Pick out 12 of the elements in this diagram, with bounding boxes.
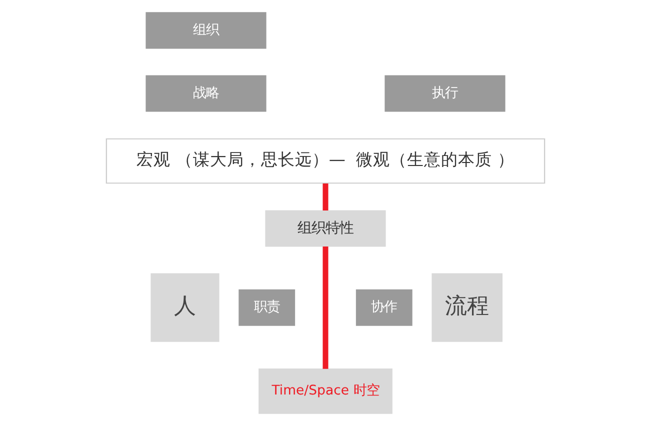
node-box: 执行 xyxy=(384,75,505,112)
node-box: 宏观 （谋大局，思长远）— 微观（生意的本质 ） xyxy=(105,138,545,184)
node-box: 流程 xyxy=(431,273,502,342)
node-box: 职责 xyxy=(238,289,295,326)
node-box: 组织 xyxy=(145,12,266,49)
node-box: 战略 xyxy=(145,75,266,112)
node-box: 组织特性 xyxy=(264,210,386,247)
connector xyxy=(322,183,328,210)
node-box: Time/Space 时空 xyxy=(258,368,392,414)
node-box: 协作 xyxy=(355,289,412,326)
connector xyxy=(322,246,328,369)
node-box: 人 xyxy=(150,273,219,342)
